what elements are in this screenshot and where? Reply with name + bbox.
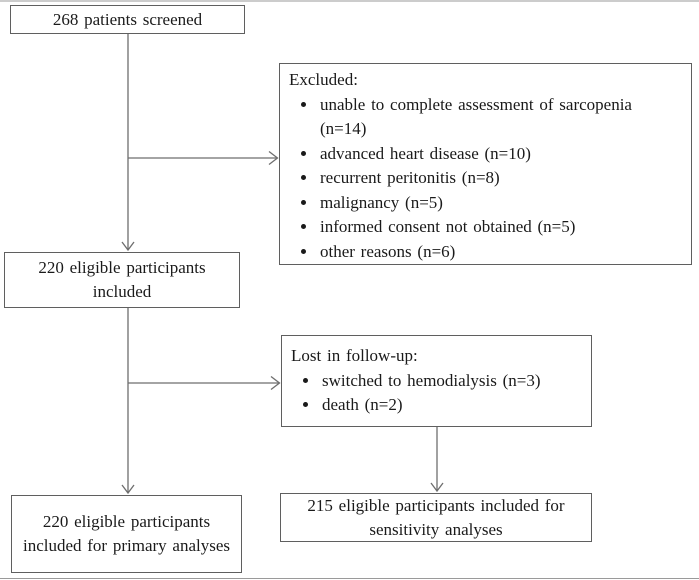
- lost-title: Lost in follow-up:: [291, 346, 418, 365]
- sensitivity-analyses-label: 215 eligible participants included for s…: [307, 495, 565, 539]
- box-eligible-included: 220 eligible participants included: [4, 252, 240, 308]
- box-patients-screened: 268 patients screened: [10, 5, 245, 34]
- arrow-screened-to-eligible: [121, 34, 135, 252]
- box-excluded: Excluded: unable to complete assessment …: [279, 63, 692, 265]
- patients-screened-label: 268 patients screened: [52, 9, 203, 29]
- arrow-to-excluded: [128, 150, 279, 166]
- arrow-to-lost: [128, 375, 281, 391]
- box-primary-analyses: 220 eligible participants included for p…: [11, 495, 242, 573]
- excluded-reason: advanced heart disease (n=10): [318, 142, 683, 167]
- arrow-eligible-to-primary: [121, 308, 135, 495]
- excluded-reason: other reasons (n=6): [318, 240, 683, 265]
- excluded-reason: unable to complete assessment of sarcope…: [318, 93, 683, 142]
- arrow-lost-to-sensitivity: [430, 427, 444, 493]
- lost-reason-list: switched to hemodialysis (n=3) death (n=…: [291, 369, 583, 418]
- excluded-title: Excluded:: [289, 70, 358, 89]
- primary-analyses-label: 220 eligible participants included for p…: [22, 512, 230, 555]
- eligible-included-label: 220 eligible participants included: [38, 258, 206, 301]
- excluded-reason: recurrent peritonitis (n=8): [318, 166, 683, 191]
- excluded-reason-list: unable to complete assessment of sarcope…: [289, 93, 683, 265]
- box-sensitivity-analyses: 215 eligible participants included for s…: [280, 493, 592, 542]
- lost-reason: death (n=2): [320, 393, 583, 418]
- box-lost-follow-up: Lost in follow-up: switched to hemodialy…: [281, 335, 592, 427]
- excluded-reason: informed consent not obtained (n=5): [318, 215, 683, 240]
- excluded-reason: malignancy (n=5): [318, 191, 683, 216]
- lost-reason: switched to hemodialysis (n=3): [320, 369, 583, 394]
